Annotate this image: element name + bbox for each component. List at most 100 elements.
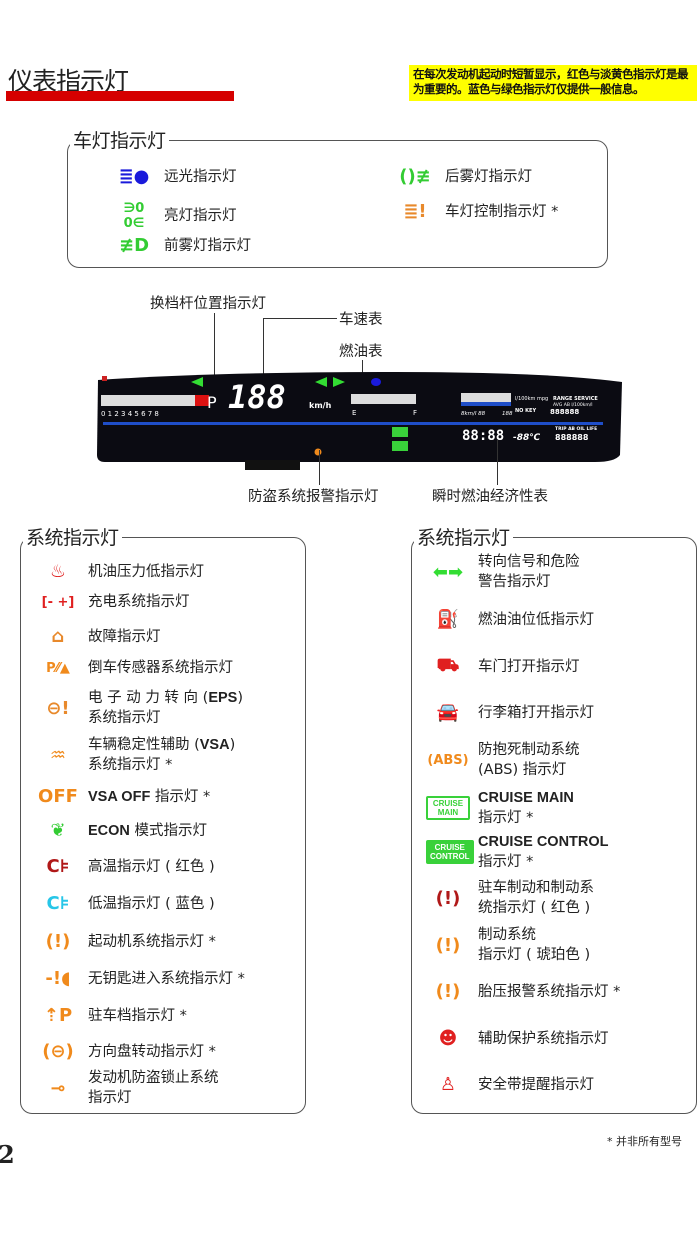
item-label: 后雾灯指示灯 bbox=[445, 168, 532, 185]
tach-ticks: 0 1 2 3 4 5 6 7 8 bbox=[101, 410, 159, 418]
list-item: P⁄⁄▲倒车传感器系统指示灯 bbox=[36, 658, 233, 678]
callout-speed: 车速表 bbox=[339, 312, 383, 328]
title-underline bbox=[6, 91, 234, 101]
item-label: 充电系统指示灯 bbox=[88, 594, 190, 610]
speed-display: 188 bbox=[228, 378, 286, 416]
footnote: * 并非所有型号 bbox=[607, 1135, 682, 1148]
callout-security: 防盗系统报警指示灯 bbox=[248, 489, 379, 505]
cruise-control-icon bbox=[392, 441, 408, 451]
turn-signal-icon: ⬅➡ bbox=[432, 561, 464, 583]
item-label-line2: 指示灯 bbox=[88, 1090, 132, 1106]
keyless-icon: -!◖ bbox=[45, 968, 71, 989]
seatbelt-icon: ♙ bbox=[439, 1074, 457, 1095]
callout-line bbox=[263, 318, 264, 380]
turn-left-icon bbox=[191, 377, 203, 387]
brake-amber-icon: (!) bbox=[435, 934, 461, 956]
item-label: 起动机系统指示灯 * bbox=[88, 933, 216, 950]
list-item: C⊧ 低温指示灯 ( 蓝色 ) bbox=[36, 893, 215, 914]
item-label: 防抱死制动系统 bbox=[478, 742, 580, 758]
callout-line bbox=[497, 440, 498, 485]
fuel-f: F bbox=[413, 409, 417, 417]
item-label-bold: CRUISE CONTROL bbox=[478, 834, 609, 850]
check-engine-icon: ⌂ bbox=[51, 626, 65, 647]
item-label-suffix: 模式指示灯 bbox=[129, 822, 208, 839]
tpms-icon: (!) bbox=[435, 981, 461, 1002]
speed-unit: km/h bbox=[309, 401, 332, 410]
item-label-bold: CRUISE MAIN bbox=[478, 790, 574, 806]
item-label: 胎压报警系统指示灯 * bbox=[478, 983, 621, 1000]
callout-gear: 换档杆位置指示灯 bbox=[150, 296, 266, 312]
item-label: 方向盘转动指示灯 * bbox=[88, 1043, 216, 1060]
callout-fuel: 燃油表 bbox=[339, 344, 383, 360]
immobilizer-icon: ⊸ bbox=[50, 1077, 66, 1099]
eps-icon: ⊖! bbox=[46, 697, 70, 719]
callout-line bbox=[214, 313, 215, 395]
list-item: C⊧ 高温指示灯 ( 红色 ) bbox=[36, 856, 215, 877]
turn-left-icon bbox=[315, 377, 327, 387]
park-gear-icon: ⇡P bbox=[43, 1005, 73, 1026]
vsa-off-icon: OFF bbox=[38, 786, 78, 807]
item-label: 低温指示灯 ( 蓝色 ) bbox=[88, 895, 215, 912]
low-fuel-icon: ⛽ bbox=[436, 609, 460, 630]
item-label: 倒车传感器系统指示灯 bbox=[88, 660, 233, 676]
cruise-main-icon: CRUISE MAIN bbox=[426, 796, 470, 820]
system-section-left: 系统指示灯 bbox=[20, 523, 306, 1114]
trip-display: 888888 bbox=[555, 433, 589, 442]
rear-fog-icon: ()≢ bbox=[399, 166, 431, 187]
oil-pressure-icon: ♨ bbox=[49, 561, 67, 582]
fuel-e: E bbox=[352, 409, 356, 417]
low-temp-icon: C⊧ bbox=[46, 893, 70, 914]
nokey-label: NO KEY bbox=[515, 408, 536, 414]
item-label-bold: VSA bbox=[199, 737, 230, 753]
instrument-cluster: P 188 km/h 0 1 2 3 4 5 6 7 8 E F l/100km… bbox=[97, 372, 622, 470]
item-label: 安全带提醒指示灯 bbox=[478, 1076, 594, 1093]
list-item: (ABS)防抱死制动系统(ABS) 指示灯 bbox=[426, 740, 580, 780]
odometer: 888888 bbox=[550, 408, 579, 416]
item-label: 行李箱打开指示灯 bbox=[478, 704, 594, 721]
item-label: 电 子 动 力 转 向 ( bbox=[88, 690, 209, 706]
list-item: ❦ECON 模式指示灯 bbox=[36, 820, 207, 841]
list-item: (!)制动系统指示灯 ( 琥珀色 ) bbox=[426, 925, 591, 965]
vsa-icon: ♒ bbox=[49, 744, 67, 766]
list-item: (!)起动机系统指示灯 * bbox=[36, 931, 216, 952]
item-label: 前雾灯指示灯 bbox=[164, 237, 251, 254]
list-item: ♨机油压力低指示灯 bbox=[36, 561, 204, 582]
item-label-bold: ECON bbox=[88, 822, 130, 839]
security-light-icon bbox=[314, 448, 322, 456]
range-service: RANGE SERVICE bbox=[553, 396, 598, 402]
item-label-line2: 系统指示灯 * bbox=[88, 757, 173, 773]
oil-pressure-icon bbox=[102, 376, 107, 381]
item-label: 无钥匙进入系统指示灯 * bbox=[88, 970, 245, 987]
front-fog-icon: ≢D bbox=[118, 235, 150, 256]
temp-display: -88℃ bbox=[513, 433, 541, 443]
section-title: 车灯指示灯 bbox=[70, 126, 169, 153]
list-item: ≢D 前雾灯指示灯 bbox=[112, 235, 251, 256]
item-label: 远光指示灯 bbox=[164, 168, 237, 185]
item-label-line2: 警告指示灯 bbox=[478, 574, 551, 590]
item-label-suffix: 指示灯 * bbox=[150, 788, 211, 805]
clock-display: 88:88 bbox=[462, 428, 504, 444]
econ-left: 8km/l 88 bbox=[461, 411, 486, 417]
econ-right: 188 bbox=[502, 411, 513, 417]
lights-section: 车灯指示灯 bbox=[67, 126, 608, 268]
item-label-suffix: ) bbox=[229, 737, 236, 753]
high-temp-icon: C⊧ bbox=[46, 856, 70, 877]
item-label: 故障指示灯 bbox=[88, 628, 161, 645]
steering-icon: (⊖) bbox=[42, 1041, 74, 1062]
item-label-line2: 系统指示灯 bbox=[88, 710, 161, 726]
cruise-main-icon bbox=[392, 427, 408, 437]
list-item: ☻辅助保护系统指示灯 bbox=[426, 1028, 609, 1049]
list-item: (⊖) 方向盘转动指示灯 * bbox=[36, 1041, 216, 1062]
section-title: 系统指示灯 bbox=[414, 523, 513, 550]
item-label-suffix: ) bbox=[237, 690, 243, 706]
info-note: 在每次发动机起动时短暂显示，红色与淡黄色指示灯是最为重要的。蓝色与绿色指示灯仅提… bbox=[409, 65, 697, 101]
trip-label: TRIP AB OIL LIFE bbox=[555, 426, 597, 432]
list-item: ()≢ 后雾灯指示灯 bbox=[393, 166, 532, 187]
brake-red-icon: (!) bbox=[435, 887, 461, 909]
econ-units: l/100km mpg bbox=[515, 396, 548, 402]
item-label: 高温指示灯 ( 红色 ) bbox=[88, 858, 215, 875]
